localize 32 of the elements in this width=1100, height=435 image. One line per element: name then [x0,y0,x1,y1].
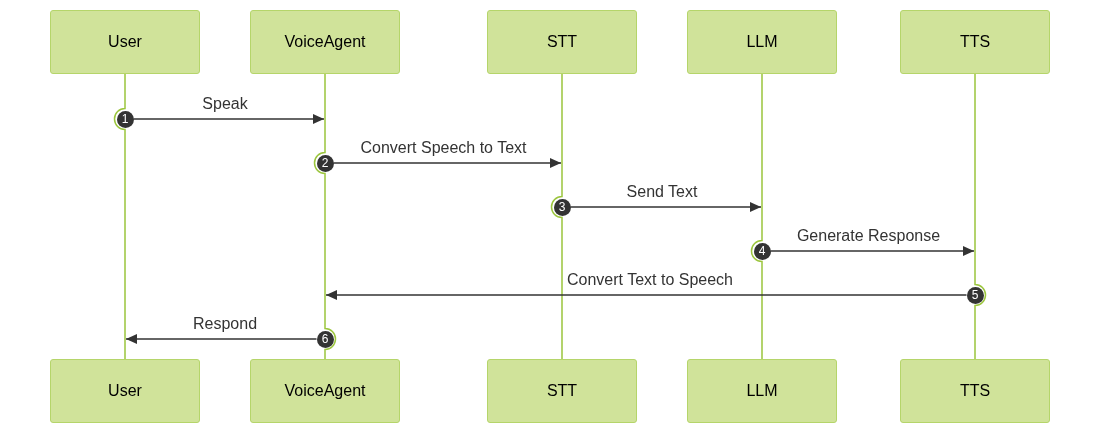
lifeline [313,73,337,360]
message-arrow [569,202,762,212]
edge-label: Generate Response [794,227,943,245]
edge-label: Speak [200,95,250,113]
edge-label: Respond [191,315,259,333]
step-number: 1 [116,110,134,128]
participant-box: TTS [900,359,1050,423]
message-arrow [325,290,968,300]
participant-box: STT [487,10,637,74]
message-arrow [132,114,325,124]
step-number: 2 [316,154,334,172]
participant-box: LLM [687,359,837,423]
step-number: 3 [553,198,571,216]
participant-box: STT [487,359,637,423]
edge-label: Convert Speech to Text [358,139,529,157]
lifeline [113,73,126,360]
edge-label: Convert Text to Speech [565,271,735,289]
participant-box: User [50,10,200,74]
participant-box: TTS [900,10,1050,74]
step-number: 4 [753,242,771,260]
participant-box: LLM [687,10,837,74]
lifeline [550,73,563,360]
lifeline [750,73,763,360]
participant-box: User [50,359,200,423]
message-arrow [125,334,318,344]
participant-box: VoiceAgent [250,10,400,74]
step-number: 6 [316,330,334,348]
message-arrow [769,246,975,256]
lifeline [974,73,987,360]
message-arrow [332,158,562,168]
participant-box: VoiceAgent [250,359,400,423]
step-number: 5 [966,286,984,304]
